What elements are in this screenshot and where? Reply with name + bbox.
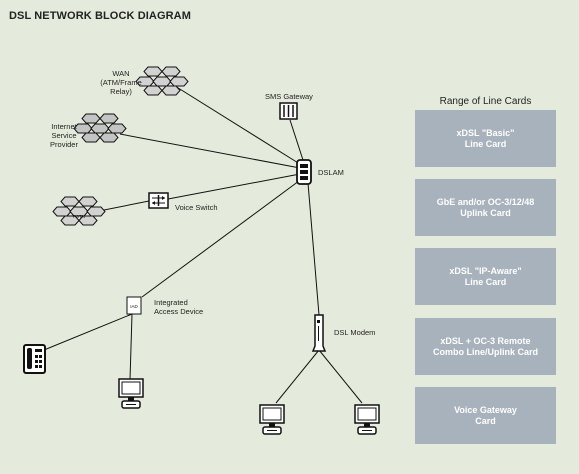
line-card-gbe-uplink: GbE and/or OC-3/12/48 Uplink Card xyxy=(415,179,556,236)
dsl-modem-label: DSL Modem xyxy=(334,328,376,337)
link-voiceswitch-dslam xyxy=(167,173,301,200)
line-card-voice-gateway: Voice Gateway Card xyxy=(415,387,556,444)
dslam-icon xyxy=(296,159,312,185)
computer-icon xyxy=(354,404,380,435)
link-modem-pc-right xyxy=(318,349,363,404)
computer-icon xyxy=(118,378,144,409)
link-wan-dslam xyxy=(174,85,304,167)
line-card-xdsl-ip-aware: xDSL "IP-Aware" Line Card xyxy=(415,248,556,305)
link-sms-dslam xyxy=(289,119,304,161)
link-iad-pc xyxy=(129,313,133,381)
wan-label: WAN (ATM/Frame Relay) xyxy=(100,69,142,96)
sms-gateway-label: SMS Gateway xyxy=(265,92,313,101)
iad-badge: IAD xyxy=(130,304,138,309)
connection-lines xyxy=(43,85,363,404)
dsl-modem-icon xyxy=(311,314,327,352)
link-dslam-iad xyxy=(141,177,304,298)
line-cards-heading: Range of Line Cards xyxy=(439,96,532,107)
server-rack-icon xyxy=(279,102,298,120)
diagram-title: DSL NETWORK BLOCK DIAGRAM xyxy=(9,10,191,22)
isp-label: Internet Service Provider xyxy=(50,122,78,149)
line-card-xdsl-oc3-combo: xDSL + OC-3 Remote Combo Line/Uplink Car… xyxy=(415,318,556,375)
line-card-xdsl-basic: xDSL "Basic" Line Card xyxy=(415,110,556,167)
voice-switch-label: Voice Switch xyxy=(175,203,218,212)
link-dslam-modem xyxy=(307,182,320,316)
dslam-label: DSLAM xyxy=(318,168,344,177)
link-modem-pc-mid xyxy=(275,349,320,404)
iad-label: Integrated Access Device xyxy=(154,298,204,316)
pstn-badge: PSTN xyxy=(73,214,85,219)
telephone-icon xyxy=(23,344,46,374)
link-iad-phone xyxy=(43,313,133,351)
link-isp-dslam xyxy=(119,133,301,169)
computer-icon xyxy=(259,404,285,435)
cloud-hexagon-icon xyxy=(52,196,106,226)
iad-box-icon xyxy=(126,296,142,315)
voice-switch-icon xyxy=(148,192,169,209)
